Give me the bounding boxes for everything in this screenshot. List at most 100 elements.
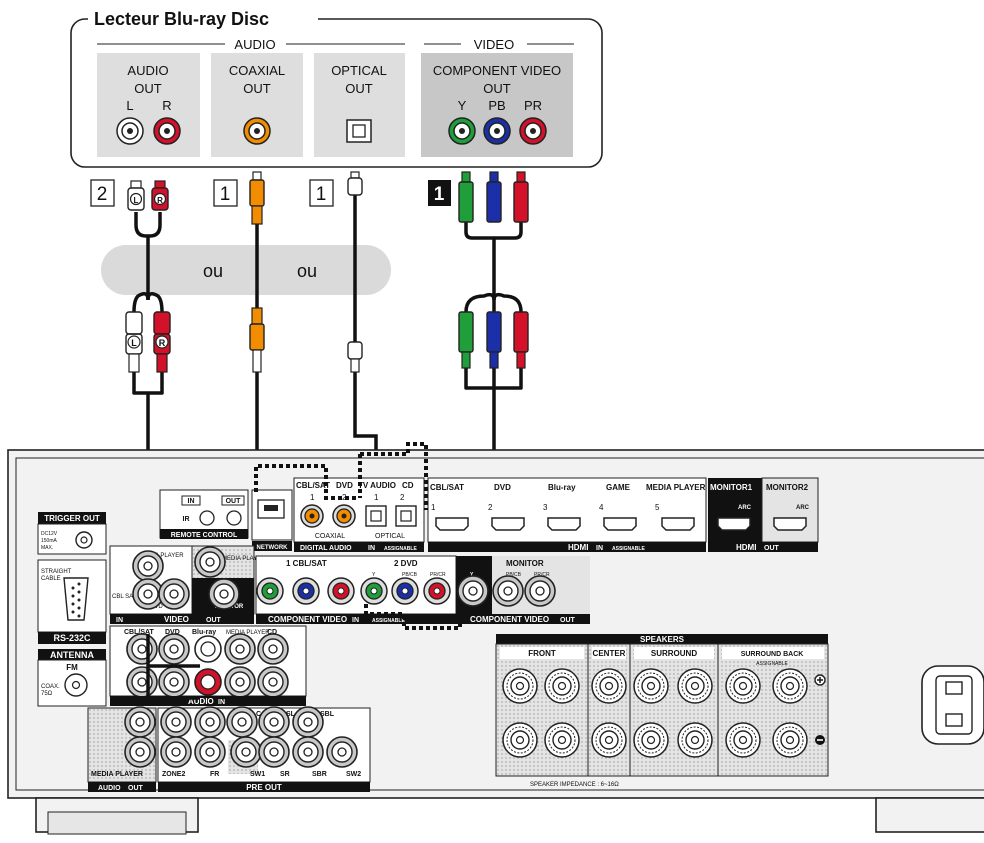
- monitor2-label: MONITOR2: [766, 483, 809, 492]
- component-in-1-pr-jack: [327, 577, 355, 605]
- audio-in-mp-l-jack: [224, 633, 256, 665]
- preout-label-sw2: SW2: [346, 771, 361, 778]
- hdmi-label: HDMI: [568, 543, 588, 552]
- minus-icon: [815, 735, 825, 745]
- center-label: CENTER: [593, 649, 626, 658]
- connection-number-optical-text: 1: [316, 184, 327, 205]
- digital-coaxial-label: COAXIAL: [315, 533, 345, 540]
- video-section: MEDIA PLAYER CBL SAT DVD MEDIA PLAYER MO…: [109, 545, 266, 624]
- audio-in-bluray-r-jack: [194, 668, 222, 696]
- hdmi-out-section: MONITOR1 MONITOR2 ARC ARC HDMI OUT: [708, 477, 819, 552]
- hdmi-in-5-port: [661, 517, 695, 531]
- speaker-surround-l-plus: [677, 668, 713, 704]
- audio-in-label-cd: CD: [267, 629, 277, 636]
- audio-in-label-dvd: DVD: [165, 629, 180, 636]
- preout-sw2-jack: [326, 736, 358, 768]
- coaxial-plug-bottom: [249, 307, 265, 373]
- or-label-2: ou: [297, 261, 317, 281]
- component-plug-pr-bottom: [513, 311, 529, 369]
- media-player-out-label: MEDIA PLAYER: [91, 771, 143, 778]
- coaxial-out-label: COAXIAL: [229, 63, 285, 78]
- component-in-2-pr-jack: [423, 577, 451, 605]
- straight-cable-1: STRAIGHT: [41, 569, 72, 575]
- coaxial-out-jack: [243, 117, 271, 145]
- analog-plug-r-top: R: [151, 180, 169, 211]
- digital-label-cd: CD: [402, 481, 414, 490]
- component-pr-jack: [519, 117, 547, 145]
- optical-out-label-2: OUT: [345, 81, 373, 96]
- plug-letter-r-bottom: R: [159, 338, 166, 348]
- trigger-out-label: TRIGGER OUT: [44, 514, 100, 523]
- optical-plug-bottom: [347, 341, 363, 373]
- hdmi-num-5: 5: [655, 503, 660, 512]
- component-out-label-2: OUT: [483, 81, 511, 96]
- component-pr-label: PR: [524, 98, 542, 113]
- blu-ray-player-panel: Lecteur Blu-ray Disc AUDIO VIDEO AUDIO O…: [70, 9, 603, 168]
- remote-control-section: IN OUT IR REMOTE CONTROL: [159, 489, 249, 539]
- plus-icon: [814, 674, 826, 686]
- surround-label: SURROUND: [651, 649, 697, 658]
- speaker-impedance-label: SPEAKER IMPEDANCE : 6~16Ω: [530, 782, 619, 788]
- optical-plug-top: [347, 171, 363, 196]
- trigger-out-section: TRIGGER OUT DC12V 150mA MAX.: [37, 512, 107, 555]
- hdmi-out-hdmi-label: HDMI: [736, 543, 756, 552]
- component-y-label: Y: [458, 98, 467, 113]
- audio-in-label-bluray: Blu-ray: [192, 629, 216, 636]
- coaxial-plug-top: [249, 171, 265, 225]
- video-group-label: VIDEO: [474, 37, 514, 52]
- preout-zone2-r-jack: [160, 736, 192, 768]
- video-in-label: IN: [116, 617, 123, 624]
- video-label-cbl-sat: CBL SAT: [112, 594, 137, 600]
- rs232c-section: STRAIGHT CABLE RS-232C: [37, 559, 107, 644]
- component-y-jack: [448, 117, 476, 145]
- digital-num-4: 2: [400, 493, 405, 502]
- component-small-pb: PB/CB: [402, 572, 418, 578]
- remote-in-label: IN: [188, 498, 195, 505]
- component-assignable-label: ASSIGNABLE: [372, 618, 405, 624]
- preout-sbr-jack: [292, 736, 324, 768]
- audio-out-label: AUDIO: [127, 63, 168, 78]
- speaker-surround-back-r-plus: [725, 668, 761, 704]
- speakers-section: SPEAKERS FRONT CENTER SURROUND SURROUND …: [495, 634, 829, 788]
- hdmi-in-section: CBL/SAT DVD Blu-ray GAME MEDIA PLAYER 1 …: [427, 477, 707, 552]
- network-section: NETWORK: [251, 489, 293, 551]
- speaker-front-r-minus: [502, 722, 538, 758]
- speaker-center-plus: [591, 668, 627, 704]
- coaxial-in-2-jack: [332, 504, 356, 528]
- pre-out-label: PRE OUT: [246, 783, 282, 792]
- component-monitor-small-pr: PR/CR: [534, 572, 550, 578]
- preout-zone2-l-jack: [160, 706, 192, 738]
- connection-number-optical: 1: [309, 179, 334, 207]
- surround-back-label: SURROUND BACK: [741, 651, 804, 658]
- hdmi-out-2-port: [773, 517, 807, 531]
- hdmi-in-2-port: [491, 517, 525, 531]
- connection-number-coaxial-text: 1: [220, 184, 231, 205]
- preout-sbl-jack: [292, 706, 324, 738]
- hdmi-in-1-port: [435, 517, 469, 531]
- video-label: VIDEO: [164, 615, 189, 624]
- preout-label-fr: FR: [210, 771, 219, 778]
- highlight-outline-component: [364, 604, 462, 630]
- video-label-media-player-out: MEDIA PLAYER: [222, 556, 266, 562]
- audio-right-label: R: [162, 98, 171, 113]
- component-monitor-out-section: MONITOR Y PB/CB PR/CR COMPONENT VIDEO OU…: [456, 556, 590, 624]
- component-out-label: COMPONENT VIDEO: [433, 63, 561, 78]
- audio-group-label: AUDIO: [234, 37, 275, 52]
- optical-out-jack: [346, 119, 372, 143]
- monitor2-arc-label: ARC: [796, 505, 810, 511]
- analog-plug-l-bottom: L: [125, 311, 143, 373]
- hdmi-num-4: 4: [599, 503, 604, 512]
- remote-ir-label: IR: [183, 516, 190, 523]
- audio-in-dvd-r-jack: [158, 666, 190, 698]
- component-small-y: Y: [372, 572, 376, 578]
- component-out-label: OUT: [560, 617, 576, 624]
- optical-in-2-jack: [395, 505, 417, 527]
- trigger-spec-2: 150mA: [41, 538, 58, 544]
- component-small-pr: PR/CR: [430, 572, 446, 578]
- component-out-video-label: COMPONENT VIDEO: [470, 615, 549, 624]
- component-group-cbl-sat: 1 CBL/SAT: [286, 559, 327, 568]
- remote-out-label: OUT: [226, 498, 242, 505]
- trigger-spec-1: DC12V: [41, 531, 58, 537]
- or-band: [101, 245, 391, 295]
- speaker-front-l-plus: [544, 668, 580, 704]
